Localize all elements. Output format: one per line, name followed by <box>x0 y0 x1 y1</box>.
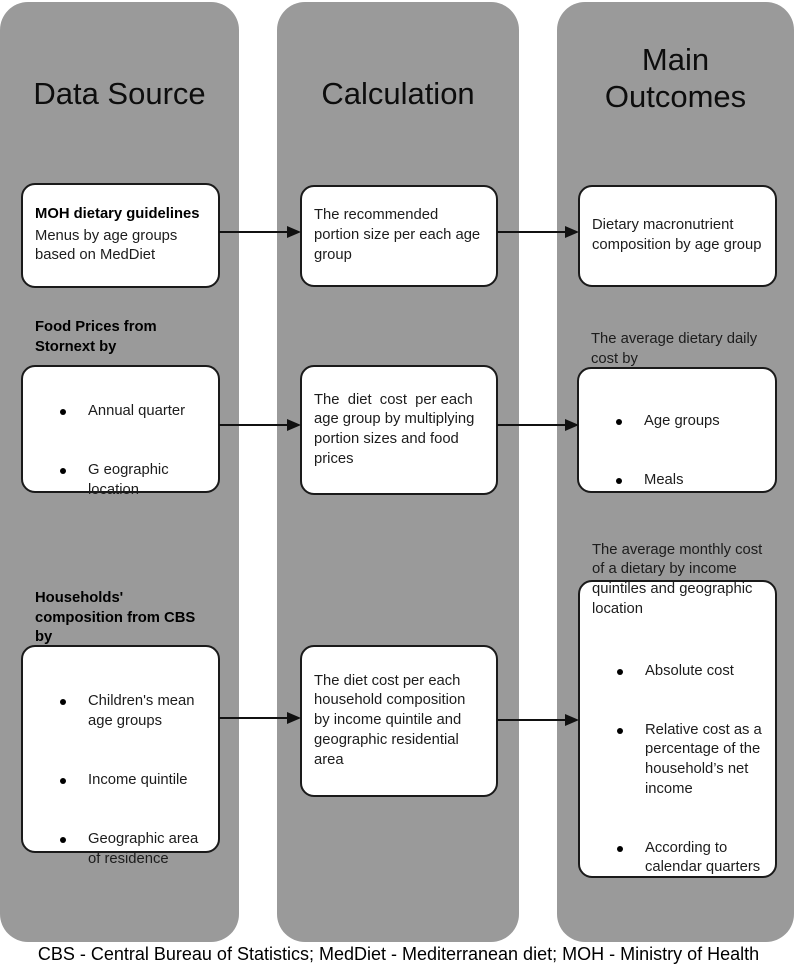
column-title-calculation: Calculation <box>321 76 475 111</box>
box-source-row1: MOH dietary guidelines Menus by age grou… <box>21 183 220 288</box>
bullet-item: According to calendar quarters <box>615 839 763 878</box>
box-outcomes-row3: The average monthly cost of a dietary by… <box>578 542 777 878</box>
bullet-list: Age groups Meals <box>591 372 763 529</box>
box-body: The diet cost per each age group by mult… <box>314 391 479 467</box>
flow-arrow-icon <box>497 224 579 240</box>
box-title: Food Prices from Stornext by <box>35 319 161 355</box>
abbreviation-legend: CBS - Central Bureau of Statistics; MedD… <box>37 944 760 964</box>
flow-arrow-icon <box>219 710 301 726</box>
flow-arrow-icon <box>219 417 301 433</box>
bullet-item: Children's mean age groups <box>58 692 206 731</box>
bullet-item: Annual quarter <box>58 402 206 422</box>
box-outcomes-row1: Dietary macronutrient composition by age… <box>578 185 777 287</box>
box-title: MOH dietary guidelines <box>35 205 200 222</box>
bullet-item: Meals <box>614 471 763 491</box>
box-title: Households' composition from CBS by <box>35 590 200 646</box>
bullet-item: Income quintile <box>58 771 206 791</box>
box-body: The recommended portion size per each ag… <box>314 207 485 263</box>
box-calculation-row2: The diet cost per each age group by mult… <box>300 365 498 495</box>
box-body: Dietary macronutrient composition by age… <box>592 217 762 253</box>
bullet-list: Annual quarter G eographic location <box>35 363 206 540</box>
box-body: The diet cost per each household composi… <box>314 672 470 768</box>
box-source-row2: Food Prices from Stornext by Annual quar… <box>21 319 220 498</box>
column-title-data-source: Data Source <box>33 76 206 111</box>
flow-arrow-icon <box>497 417 579 433</box>
box-calculation-row1: The recommended portion size per each ag… <box>300 185 498 287</box>
box-calculation-row3: The diet cost per each household composi… <box>300 645 498 797</box>
box-body: The average monthly cost of a dietary by… <box>592 541 763 617</box>
bullet-item: G eographic location <box>58 461 206 500</box>
box-outcomes-row2: The average dietary daily cost by Age gr… <box>577 331 777 493</box>
column-title-main-outcomes: Main Outcomes <box>604 42 747 114</box>
box-body: Menus by age groups based on MedDiet <box>35 227 182 264</box>
bullet-list: Absolute cost Relative cost as a percent… <box>592 622 763 917</box>
bullet-item: Absolute cost <box>615 662 763 682</box>
bullet-item: Geographic area of residence <box>58 830 206 869</box>
box-source-row3: Households' composition from CBS by Chil… <box>21 590 220 867</box>
flow-arrow-icon <box>497 712 579 728</box>
box-body: The average dietary daily cost by <box>591 331 762 367</box>
bullet-item: Age groups <box>614 412 763 432</box>
bullet-list: Children's mean age groups Income quinti… <box>35 653 206 909</box>
flow-arrow-icon <box>219 224 301 240</box>
bullet-item: Relative cost as a percentage of the hou… <box>615 721 763 800</box>
